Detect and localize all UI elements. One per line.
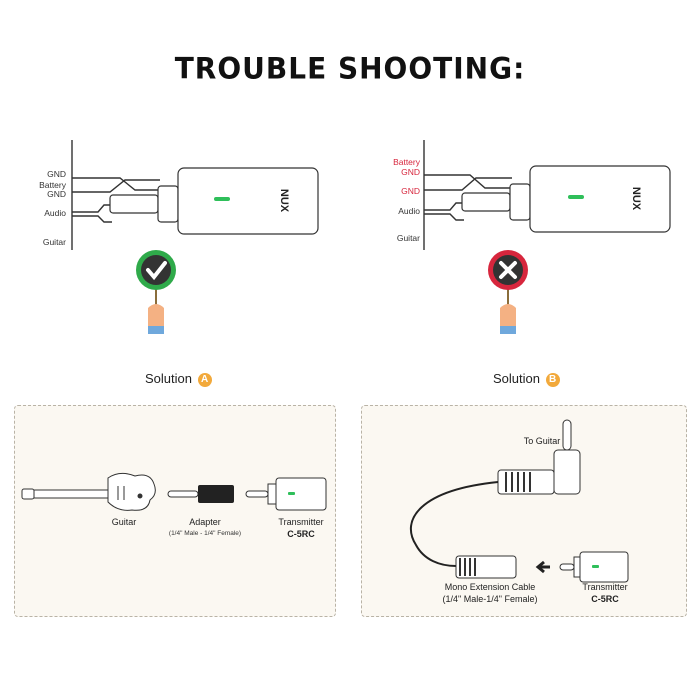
ok-sign-icon bbox=[136, 250, 176, 334]
to-guitar-label: To Guitar bbox=[523, 436, 561, 446]
cable-note: (1/4" Male-1/4" Female) bbox=[442, 594, 538, 604]
label-gnd: GND bbox=[401, 186, 420, 196]
label-battery: Battery bbox=[393, 157, 420, 167]
label-battery: Battery bbox=[39, 180, 66, 190]
right-wiring bbox=[423, 140, 512, 250]
label-gnd: GND bbox=[47, 189, 66, 199]
label-audio: Audio bbox=[44, 208, 66, 218]
left-plug bbox=[109, 167, 319, 235]
label-gnd: GND bbox=[47, 169, 66, 179]
solution-b-caption: Solution B bbox=[493, 371, 560, 387]
solution-badge-a: A bbox=[197, 372, 212, 387]
left-wiring bbox=[71, 140, 160, 250]
page-title: TROUBLE SHOOTING: bbox=[174, 51, 526, 86]
solution-a-caption: Solution A bbox=[145, 371, 212, 387]
transmitter-icon bbox=[559, 551, 629, 583]
solution-b-panel bbox=[361, 405, 687, 617]
label-audio: Audio bbox=[398, 206, 420, 216]
label-gnd: GND bbox=[401, 167, 420, 177]
solution-a-panel bbox=[14, 405, 336, 617]
transmitter-label: Transmitter bbox=[278, 517, 324, 527]
model-label: C-5RC bbox=[591, 594, 619, 604]
extension-cable bbox=[409, 481, 499, 567]
adapter-label: Adapter bbox=[189, 517, 221, 527]
adapter-icon bbox=[167, 485, 234, 503]
solution-label: Solution bbox=[145, 371, 192, 386]
label-guitar: Guitar bbox=[396, 233, 420, 243]
cable-label: Mono Extension Cable bbox=[444, 582, 536, 592]
arrow-left-icon bbox=[535, 560, 550, 574]
transmitter-icon bbox=[245, 477, 327, 511]
transmitter-label: Transmitter bbox=[582, 582, 628, 592]
guitar-label: Guitar bbox=[111, 517, 137, 527]
bad-sign-icon bbox=[488, 250, 528, 334]
guitar-icon bbox=[21, 472, 156, 511]
label-guitar: Guitar bbox=[42, 237, 66, 247]
right-plug bbox=[461, 165, 671, 233]
model-label: C-5RC bbox=[287, 529, 315, 539]
adapter-note: (1/4" Male - 1/4" Female) bbox=[168, 530, 242, 537]
female-jack-icon bbox=[455, 555, 517, 579]
solution-badge-b: B bbox=[545, 372, 560, 387]
solution-label: Solution bbox=[493, 371, 540, 386]
right-angle-plug-icon bbox=[497, 419, 581, 495]
